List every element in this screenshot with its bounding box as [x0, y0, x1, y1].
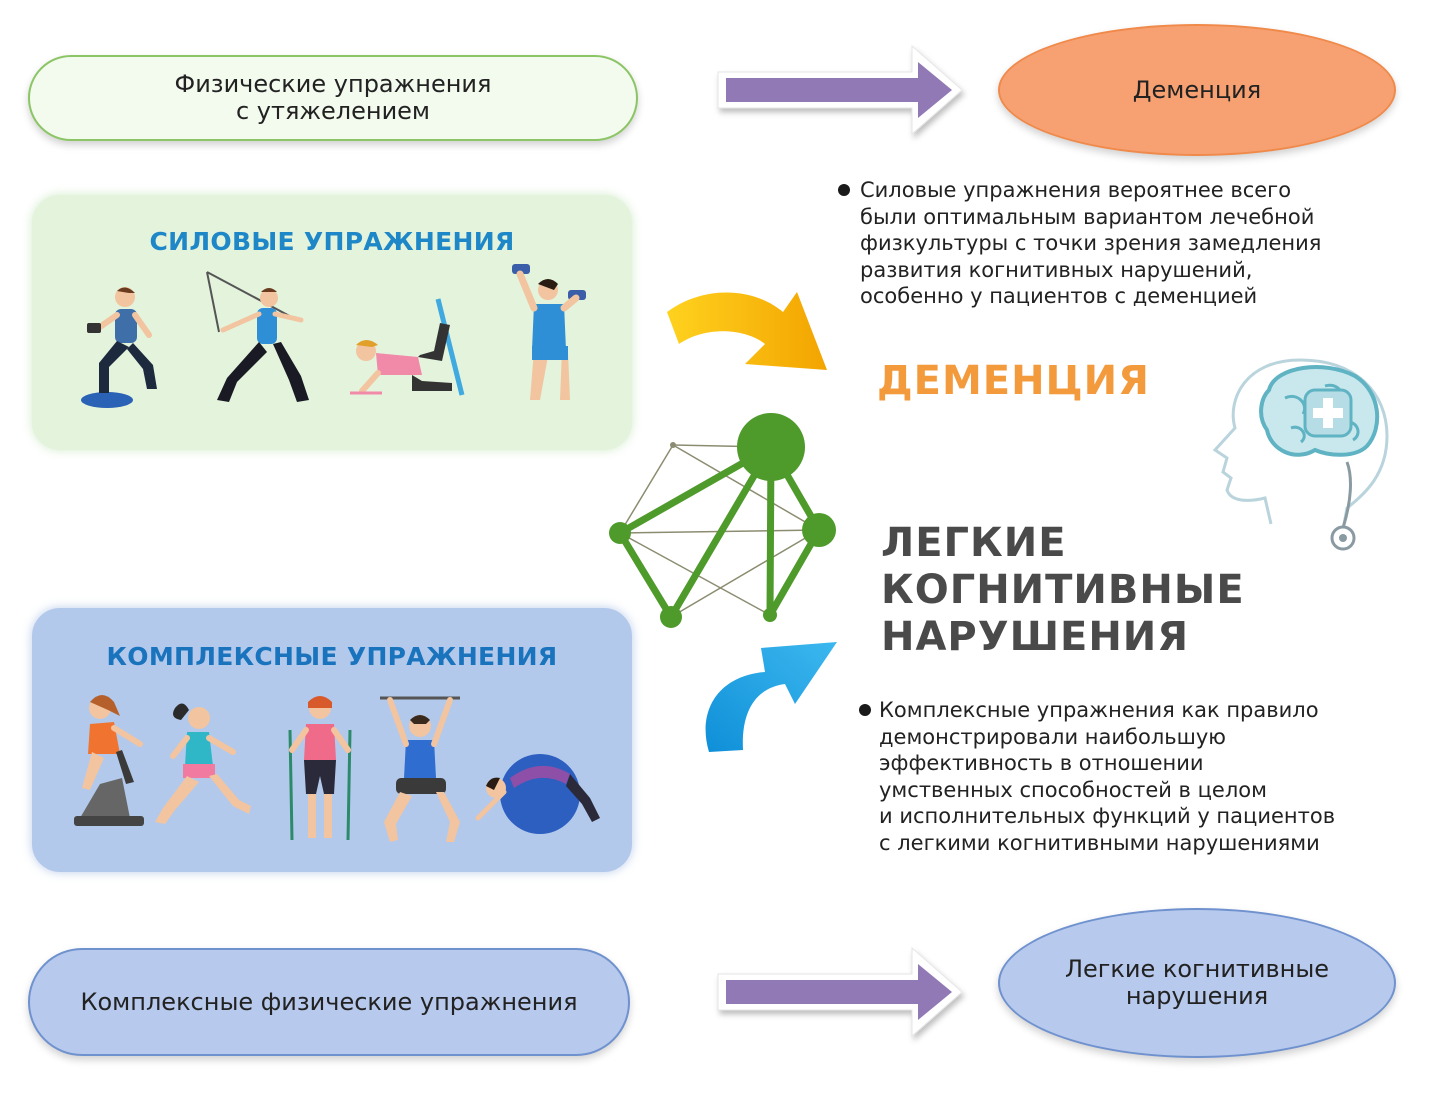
mci-heading-line: ЛЕГКИЕ	[881, 520, 1067, 566]
person-stationary-bike-icon	[74, 695, 144, 826]
network-graph-icon	[609, 413, 836, 628]
complex-note-line: умственных способностей в целом	[879, 777, 1267, 802]
person-band-kickback-icon	[350, 298, 465, 396]
head-brain-icon	[1212, 358, 1389, 551]
strength-note-line: особенно у пациентов с деменцией	[860, 284, 1258, 308]
person-cable-lunge-icon	[206, 271, 309, 402]
bullet-dot	[838, 184, 850, 196]
bullet-dot	[859, 704, 871, 716]
complex-note-line: с легкими когнитивными нарушениями	[879, 830, 1320, 855]
weighted-exercise-pill: Физические упражнения с утяжелением	[28, 55, 638, 141]
strength-note-line: развития когнитивных нарушений,	[860, 257, 1253, 282]
complex-exercise-pill-label: Комплексные физические упражнения	[80, 988, 578, 1016]
dementia-oval: Деменция	[998, 24, 1396, 156]
complex-exercises-panel: КОМПЛЕКСНЫЕ УПРАЖНЕНИЯ	[32, 608, 632, 872]
weighted-exercise-line2: с утяжелением	[235, 97, 431, 125]
mci-heading-line: КОГНИТИВНЫЕ	[881, 567, 1245, 613]
complex-note-line: эффективность в отношении	[879, 751, 1204, 775]
mci-heading: ЛЕГКИЕ КОГНИТИВНЫЕ НАРУШЕНИЯ	[881, 520, 1245, 661]
strength-note-line: Силовые упражнения вероятнее всего	[860, 178, 1292, 202]
dementia-oval-label: Деменция	[1132, 76, 1262, 104]
complex-note-line: и исполнительных функций у пациентов	[879, 804, 1336, 828]
person-lunge-dumbbell-icon	[81, 287, 157, 408]
complex-note-line: демонстрировали наибольшую	[879, 724, 1226, 749]
strength-exercises-panel: СИЛОВЫЕ УПРАЖНЕНИЯ	[32, 195, 632, 450]
mci-oval-line2: нарушения	[1125, 982, 1269, 1010]
person-walking-poles-icon	[288, 696, 352, 841]
mci-oval: Легкие когнитивные нарушения	[998, 908, 1396, 1058]
right-arrow-icon	[717, 44, 963, 136]
mci-oval-line1: Легкие когнитивные	[1064, 955, 1330, 983]
yellow-curved-arrow-icon	[667, 292, 827, 370]
person-running-icon	[155, 703, 251, 824]
dementia-heading: ДЕМЕНЦИЯ	[877, 358, 1150, 404]
strength-note-line: физкультуры с точки зрения замедления	[860, 231, 1322, 255]
complex-exercises-title: КОМПЛЕКСНЫЕ УПРАЖНЕНИЯ	[106, 642, 558, 671]
strength-exercises-title: СИЛОВЫЕ УПРАЖНЕНИЯ	[149, 227, 515, 256]
complex-exercise-pill: Комплексные физические упражнения	[28, 948, 630, 1056]
strength-note: Силовые упражнения вероятнее всего были …	[860, 177, 1400, 310]
person-pulldown-icon	[380, 696, 460, 842]
right-arrow-icon	[717, 946, 963, 1038]
mci-heading-line: НАРУШЕНИЯ	[881, 614, 1190, 660]
person-ball-stretch-icon	[475, 754, 600, 834]
complex-note-line: Комплексные упражнения как правило	[879, 698, 1319, 722]
complex-note: Комплексные упражнения как правило демон…	[879, 697, 1419, 856]
person-dumbbell-press-icon	[512, 264, 586, 400]
weighted-exercise-line1: Физические упражнения	[174, 70, 492, 98]
strength-note-line: были оптимальным вариантом лечебной	[860, 204, 1315, 229]
blue-curved-arrow-icon	[705, 642, 837, 752]
